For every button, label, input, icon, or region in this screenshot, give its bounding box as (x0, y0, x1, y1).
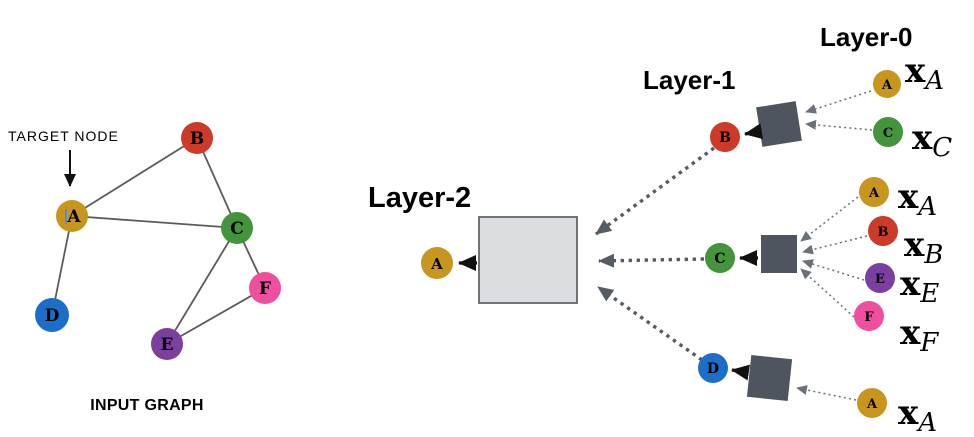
layer0-node-b2: B (868, 216, 898, 246)
dotted-a-to-agg-d (796, 385, 857, 401)
feature-label-xa2: xA (898, 177, 937, 222)
layer0-node-a3-letter: A (866, 397, 878, 412)
feature-label-xf: xF (900, 313, 939, 358)
graph-node-a: A (56, 200, 88, 232)
node-b-letter: B (190, 129, 204, 149)
layer0-node-a3: A (857, 388, 887, 418)
feature-label-xa1: xA (905, 51, 944, 96)
graph-node-c: C (221, 212, 253, 244)
layer1-title: Layer-1 (643, 65, 736, 95)
dotted-arrow-c-to-box (598, 253, 705, 268)
layer1-node-d: D (698, 353, 728, 383)
edge-a-b (71, 137, 198, 217)
graph-node-d: D (35, 298, 69, 332)
feature-label-xe: xE (900, 264, 939, 309)
feature-label-xb: xB (904, 225, 943, 270)
node-c-letter: C (230, 219, 244, 239)
target-node-label: TARGET NODE (8, 128, 119, 144)
node-e-letter: E (161, 335, 174, 355)
dotted-b-to-agg-c (802, 235, 868, 255)
layer0-node-a3-circle (857, 388, 887, 418)
layer1-node-b-letter: B (719, 130, 731, 146)
input-graph-caption: INPUT GRAPH (90, 397, 204, 414)
node-c-circle (221, 212, 253, 244)
layer2-node-a-circle (421, 247, 453, 279)
dotted-a-to-agg-c (800, 196, 859, 242)
layer0-node-e2: E (865, 263, 895, 293)
edge-c-e (166, 227, 238, 345)
layer0-node-b2-letter: B (878, 225, 889, 240)
layer1-node-b: B (710, 122, 740, 152)
layer1-group: B C D (698, 101, 802, 402)
layer2-node-a: A (421, 247, 453, 279)
layer0-node-f2-circle (854, 301, 884, 331)
node-e-circle (151, 328, 183, 360)
layer0-node-b2-circle (868, 216, 898, 246)
layer2-title: Layer-2 (368, 182, 471, 214)
layer1-node-c: C (705, 243, 735, 273)
edge-b-c (196, 137, 238, 229)
input-graph: TARGET NODE A B C D E F INPUT GRAPH (8, 122, 281, 414)
edge-a-c (71, 215, 238, 229)
feature-label-xc: xC (912, 118, 952, 163)
aggregator-d (746, 354, 793, 402)
graph-node-f: F (249, 272, 281, 304)
layer0-group: A xA C xC A xA B xB E xE F xF (796, 51, 952, 437)
layer2-aggregator-box (478, 216, 578, 304)
layer0-node-a2: A (859, 177, 889, 207)
dotted-e-to-agg-c (802, 259, 865, 281)
layer0-node-a2-circle (859, 177, 889, 207)
layer0-node-a1-circle (873, 70, 901, 98)
aggregator-b (756, 101, 802, 147)
layer0-node-f2: F (854, 301, 884, 331)
layer0-title: Layer-0 (820, 22, 913, 52)
feature-label-xa3: xA (898, 393, 937, 437)
dotted-f-to-agg-c (800, 268, 855, 318)
node-a-circle (56, 200, 88, 232)
layer2-group: A (421, 146, 716, 362)
layer0-node-f2-letter: F (864, 310, 874, 325)
node-a-letter: A (66, 207, 81, 227)
layer1-node-c-circle (705, 243, 735, 273)
layer0-node-a2-letter: A (868, 186, 880, 201)
layer0-node-c1-letter: C (883, 126, 893, 141)
node-b-circle (181, 122, 213, 154)
aggregator-c (761, 235, 797, 273)
arrow-agg-to-d (731, 364, 751, 381)
node-d-circle (35, 298, 69, 332)
layer1-node-d-circle (698, 353, 728, 383)
dotted-arrow-b-to-box (594, 146, 716, 236)
node-f-circle (249, 272, 281, 304)
layer0-node-c1-circle (873, 117, 903, 147)
edge-e-f (166, 287, 266, 345)
node-d-letter: D (45, 306, 60, 326)
graph-node-b: B (181, 122, 213, 154)
dotted-a-to-agg-b (805, 90, 872, 114)
layer0-node-a1: A (873, 70, 901, 98)
layer1-node-c-letter: C (714, 251, 725, 267)
layer0-node-c1: C (873, 117, 903, 147)
layer0-node-e2-circle (865, 263, 895, 293)
dotted-arrow-d-to-box (597, 285, 703, 362)
graph-node-e: E (151, 328, 183, 360)
layer0-node-e2-letter: E (875, 272, 885, 287)
layer1-node-b-circle (710, 122, 740, 152)
node-f-letter: F (259, 279, 271, 299)
dotted-c-to-agg-b (805, 119, 873, 131)
layer0-node-a1-letter: A (881, 78, 893, 93)
layer1-node-d-letter: D (707, 361, 719, 377)
arrow-agg-to-b (744, 123, 764, 140)
layer2-node-a-letter: A (430, 255, 443, 273)
